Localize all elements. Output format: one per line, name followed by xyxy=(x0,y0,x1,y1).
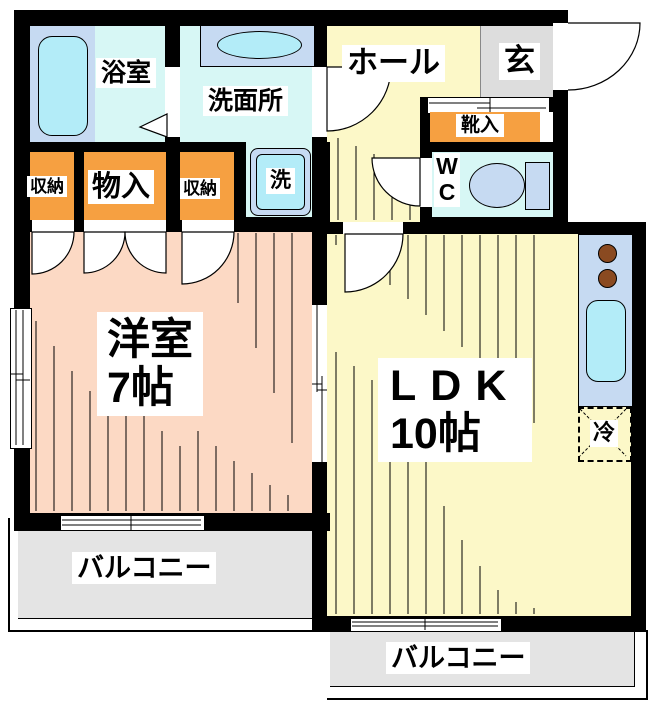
fridge-space xyxy=(578,407,632,462)
window-ldk-bottom xyxy=(350,618,502,632)
wc-door-gap xyxy=(420,158,432,207)
storage-left-label: 収納 xyxy=(27,176,67,198)
toilet-bowl xyxy=(469,163,525,208)
hall-label: ホール xyxy=(342,45,445,82)
balcony-left-label: バルコニー xyxy=(72,552,217,585)
window-western-left xyxy=(10,308,32,449)
balcony-right-label: バルコニー xyxy=(386,642,531,675)
wall-top xyxy=(14,10,568,26)
closet-gap-center xyxy=(84,220,166,232)
stove-burner-2 xyxy=(598,269,617,288)
balcony-right-outline xyxy=(327,630,648,700)
wc-label-line1: W xyxy=(436,153,458,179)
western-room-size: 7帖 xyxy=(107,364,174,413)
kitchen-sink xyxy=(586,300,626,382)
fridge-label: 冷 xyxy=(590,420,619,447)
ldk-size: 10帖 xyxy=(390,410,481,459)
hall-ldk-door-gap xyxy=(343,222,403,234)
western-room-name: 洋室 xyxy=(107,316,193,364)
wc-label: W C xyxy=(434,153,460,207)
bathtub xyxy=(38,36,88,136)
sliding-door-western-ldk xyxy=(312,305,327,462)
bathroom-label: 浴室 xyxy=(96,58,157,88)
entrance-label: 玄 xyxy=(499,43,540,80)
storage-right-label: 収納 xyxy=(180,178,220,200)
entrance-side-strip xyxy=(540,112,553,142)
toilet-tank xyxy=(525,162,550,210)
stove-burner-1 xyxy=(598,244,617,263)
wall-ldk-top xyxy=(327,222,646,234)
washroom-door-gap xyxy=(312,67,327,137)
shoe-box-label: 靴入 xyxy=(456,114,505,138)
balcony-left-outline xyxy=(8,518,324,632)
closet-gap-left xyxy=(32,220,74,232)
washer-label: 洗 xyxy=(266,168,295,194)
sink-basin xyxy=(217,31,302,59)
wall-left xyxy=(14,10,30,531)
western-room-label: 洋室 7帖 xyxy=(97,312,203,417)
wall-ldk-right xyxy=(631,222,646,632)
window-western-bottom xyxy=(60,515,205,531)
ldk-name: LDK xyxy=(390,362,521,410)
ldk-label: LDK 10帖 xyxy=(378,358,533,463)
wc-label-line2: C xyxy=(438,178,456,205)
bath-door-gap xyxy=(165,67,180,137)
closet-gap-right xyxy=(182,220,234,232)
closet-label: 物入 xyxy=(88,170,155,205)
entrance-door-arc xyxy=(567,22,641,91)
washroom-label: 洗面所 xyxy=(203,86,289,116)
entrance-door-gap xyxy=(553,23,568,90)
